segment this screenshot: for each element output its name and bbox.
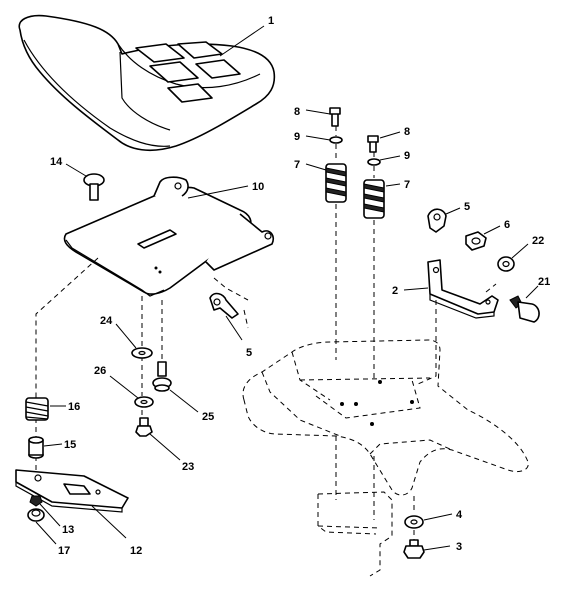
- bracket: [427, 259, 499, 319]
- callout-24: 24: [100, 315, 113, 327]
- bushing: [509, 295, 540, 323]
- seat-pan: [63, 176, 275, 297]
- callout-9-right: 9: [404, 150, 410, 162]
- callout-5-left: 5: [246, 347, 252, 359]
- callout-21: 21: [538, 276, 550, 288]
- callout-17: 17: [58, 545, 70, 557]
- washer-9-right: [367, 158, 381, 166]
- carriage-bolt: [83, 173, 105, 201]
- bolt-23: [135, 417, 153, 437]
- callout-5-right: 5: [464, 201, 470, 213]
- nut-6: [465, 231, 487, 251]
- frame: [317, 491, 393, 577]
- callout-22: 22: [532, 235, 544, 247]
- callout-15: 15: [64, 439, 76, 451]
- bolt-8-right: [367, 135, 379, 153]
- callout-1: 1: [268, 15, 274, 27]
- callout-8-left: 8: [294, 106, 300, 118]
- bolt-8-left: [329, 107, 341, 127]
- spring-7-right: [363, 179, 385, 219]
- washer-24: [131, 347, 153, 359]
- washer-4: [404, 515, 424, 529]
- adjuster-plate: [15, 469, 129, 513]
- spacer: [28, 436, 44, 459]
- callout-26: 26: [94, 365, 106, 377]
- callout-12: 12: [130, 545, 142, 557]
- spring-7-left: [325, 163, 347, 203]
- callout-2: 2: [392, 285, 398, 297]
- spring: [25, 397, 49, 421]
- callout-10: 10: [252, 181, 264, 193]
- pivot-clip-right: [427, 208, 447, 233]
- callout-9-left: 9: [294, 131, 300, 143]
- pivot-clip-left: [209, 292, 239, 319]
- callout-25: 25: [202, 411, 214, 423]
- shoulder-bolt: [152, 361, 172, 392]
- callout-labels: 1 10 14 5 24 26 25 16 15 23 13 12 17 8 9…: [50, 15, 550, 557]
- washer-9-left: [329, 136, 343, 144]
- nut-13: [29, 495, 43, 507]
- callout-7-left: 7: [294, 159, 300, 171]
- washer-22: [497, 256, 515, 272]
- seat: [18, 14, 276, 152]
- callout-13: 13: [62, 524, 74, 536]
- callout-23: 23: [182, 461, 194, 473]
- callout-3: 3: [456, 541, 462, 553]
- knob: [27, 508, 45, 522]
- callout-6: 6: [504, 219, 510, 231]
- callout-8-right: 8: [404, 126, 410, 138]
- callout-4: 4: [456, 509, 463, 521]
- callout-7-right: 7: [404, 179, 410, 191]
- callout-16: 16: [68, 401, 80, 413]
- bolt-3: [403, 539, 425, 559]
- callout-14: 14: [50, 156, 63, 168]
- washer-26: [134, 396, 154, 408]
- fender-deck: [242, 339, 529, 520]
